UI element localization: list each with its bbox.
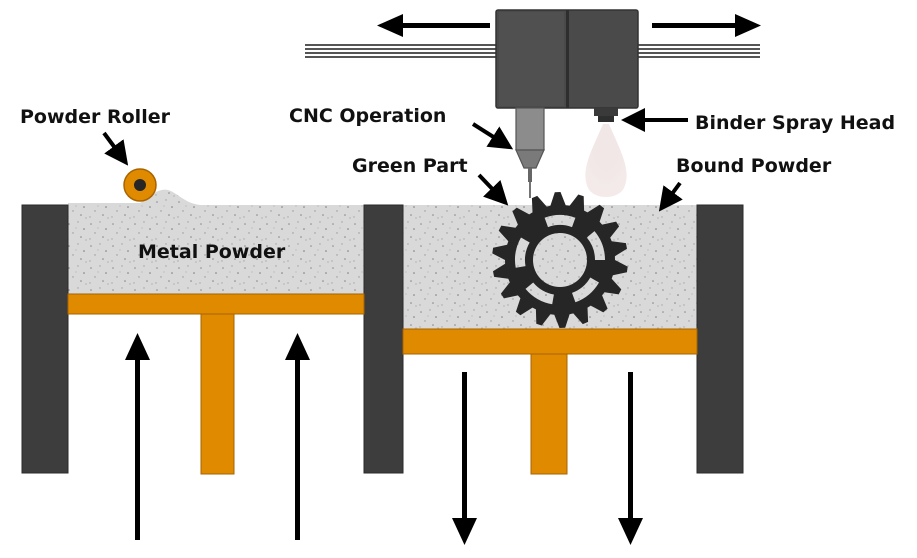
binder-spray-nozzle-icon [594, 108, 618, 122]
supply-up-arrow-right [285, 333, 310, 540]
gear-green-part-icon [492, 192, 628, 328]
supply-piston [67, 293, 365, 475]
green-part-pointer [477, 173, 509, 206]
right-wall [696, 204, 744, 474]
powder-roller-pointer [102, 131, 129, 166]
powder-mound [68, 189, 200, 205]
powder-roller-icon [123, 168, 157, 202]
build-piston [402, 328, 698, 475]
bound-powder-pointer [658, 181, 683, 212]
build-down-arrow-right [618, 372, 643, 545]
middle-wall [363, 204, 404, 474]
supply-up-arrow-left [125, 333, 150, 540]
label-green-part: Green Part [352, 155, 468, 177]
label-binder-spray-head: Binder Spray Head [695, 112, 895, 134]
label-cnc-operation: CNC Operation [289, 105, 446, 127]
left-motion-arrow [377, 14, 490, 37]
build-down-arrow-left [452, 372, 477, 545]
right-motion-arrow [652, 14, 761, 37]
label-powder-roller: Powder Roller [20, 106, 171, 128]
cnc-operation-pointer [471, 122, 514, 150]
label-metal-powder: Metal Powder [138, 241, 286, 263]
print-head-icon [495, 9, 639, 109]
label-bound-powder: Bound Powder [676, 155, 832, 177]
binder-spray-cone [585, 124, 627, 197]
cnc-spindle-icon [515, 107, 545, 198]
left-wall [21, 204, 69, 474]
metal-powder-bed [68, 205, 364, 294]
